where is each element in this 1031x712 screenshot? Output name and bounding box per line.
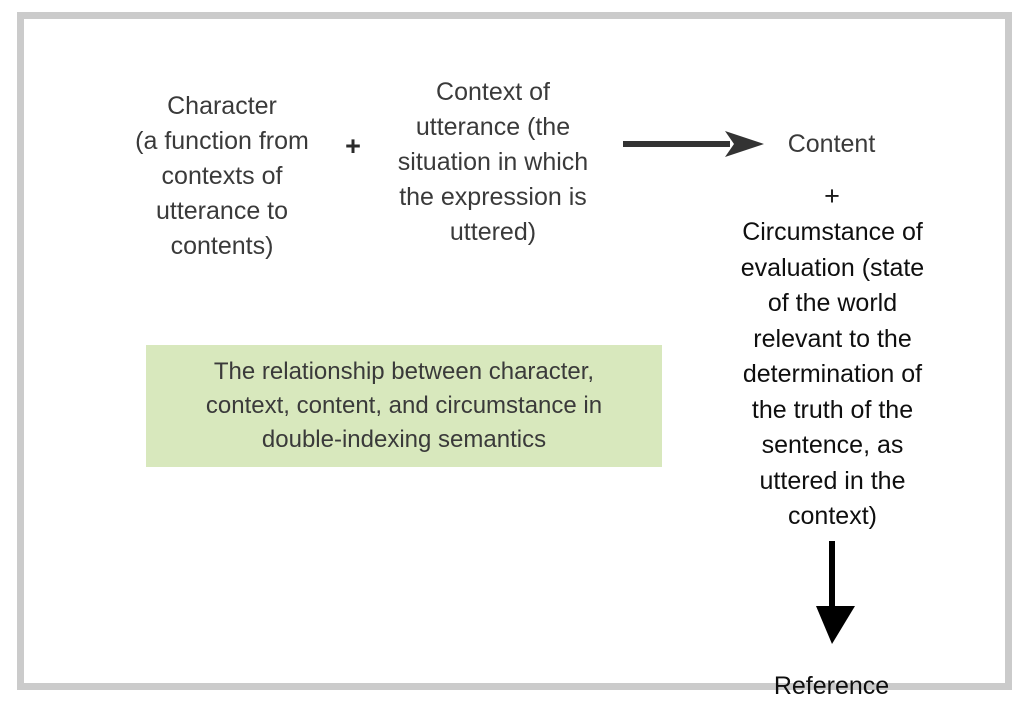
downwards-arrow-icon — [809, 540, 855, 644]
plus-operator-character-context: + — [345, 131, 361, 161]
caption-box: The relationship between character, cont… — [146, 345, 662, 467]
plus-operator-content-circumstance: + — [824, 181, 840, 211]
content-term: Content — [787, 130, 876, 158]
character-term: Character (a function from contexts of u… — [135, 92, 309, 260]
circumstance-of-evaluation-term: Circumstance of evaluation (state of the… — [740, 218, 925, 530]
figure-border-frame: Character (a function from contexts of u… — [17, 12, 1012, 700]
rightwards-arrow-icon — [622, 127, 764, 161]
reference-term: Reference — [773, 672, 890, 700]
context-of-utterance-term: Context of utterance (the situation in w… — [397, 78, 589, 246]
caption-text: The relationship between character, cont… — [205, 358, 603, 453]
